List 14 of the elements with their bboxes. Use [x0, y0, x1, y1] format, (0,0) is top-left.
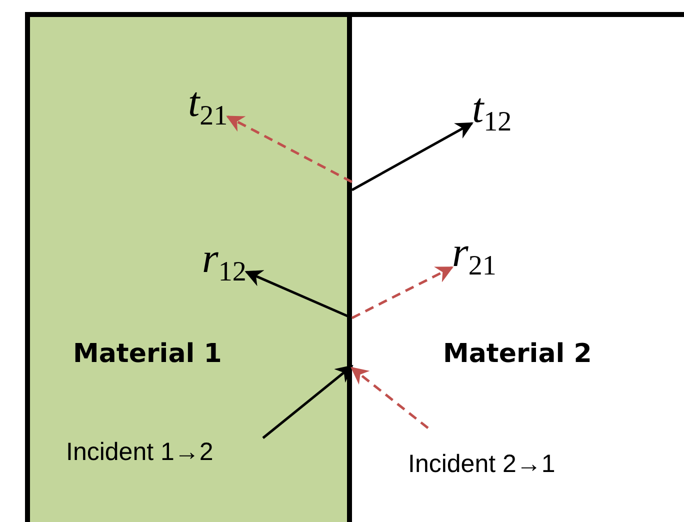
ray-arrow — [262, 364, 354, 439]
coefficient-label: r$_{12}$ — [202, 238, 246, 286]
ray-arrow — [351, 122, 474, 192]
ray-arrow — [351, 266, 454, 320]
coefficient-label: t$_{12}$ — [472, 88, 512, 136]
coefficient-label: r$_{21}$ — [452, 232, 496, 280]
incident-label: Incident 1→2 — [66, 440, 214, 465]
incident-label: Incident 2→1 — [408, 452, 556, 477]
material-label: Material 1 — [73, 341, 222, 367]
coefficient-label: t$_{21}$ — [188, 82, 228, 130]
material-label: Material 2 — [443, 341, 592, 367]
ray-arrow — [226, 116, 353, 184]
ray-arrow — [350, 366, 429, 429]
material-region — [25, 12, 352, 522]
